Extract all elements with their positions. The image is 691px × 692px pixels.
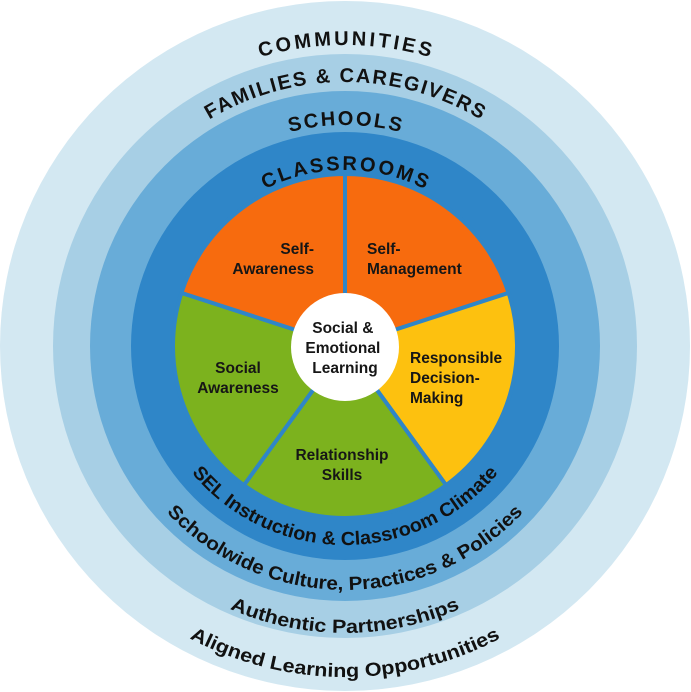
wedge-label-line: Awareness (232, 261, 314, 278)
wedge-label-line: Making (410, 390, 463, 407)
wedge-label-line: Relationship (295, 447, 388, 464)
wedge-label-self-management: Self- Management (367, 241, 462, 278)
wedge-self-awareness (179, 172, 347, 348)
wedge-label-line: Self- (280, 241, 314, 258)
wedge-label-line: Decision- (410, 370, 480, 387)
center-line: Learning (312, 360, 377, 377)
wedge-relationship-skills (241, 344, 449, 520)
center-circle (291, 293, 399, 401)
wedge-label-line: Self- (367, 241, 401, 258)
center-line: Emotional (305, 340, 380, 357)
wedge-self-management (343, 172, 511, 348)
wedge-label-line: Management (367, 261, 462, 278)
wedge-label-line: Social (215, 360, 261, 377)
wedge-label-self-awareness: Self- Awareness (232, 241, 314, 278)
center-label: Social & Emotional Learning (305, 320, 384, 377)
wedge-label-line: Responsible (410, 350, 503, 367)
wedge-label-line: Awareness (197, 380, 279, 397)
center-line: Social & (312, 320, 373, 337)
wedge-label-line: Skills (322, 467, 363, 484)
